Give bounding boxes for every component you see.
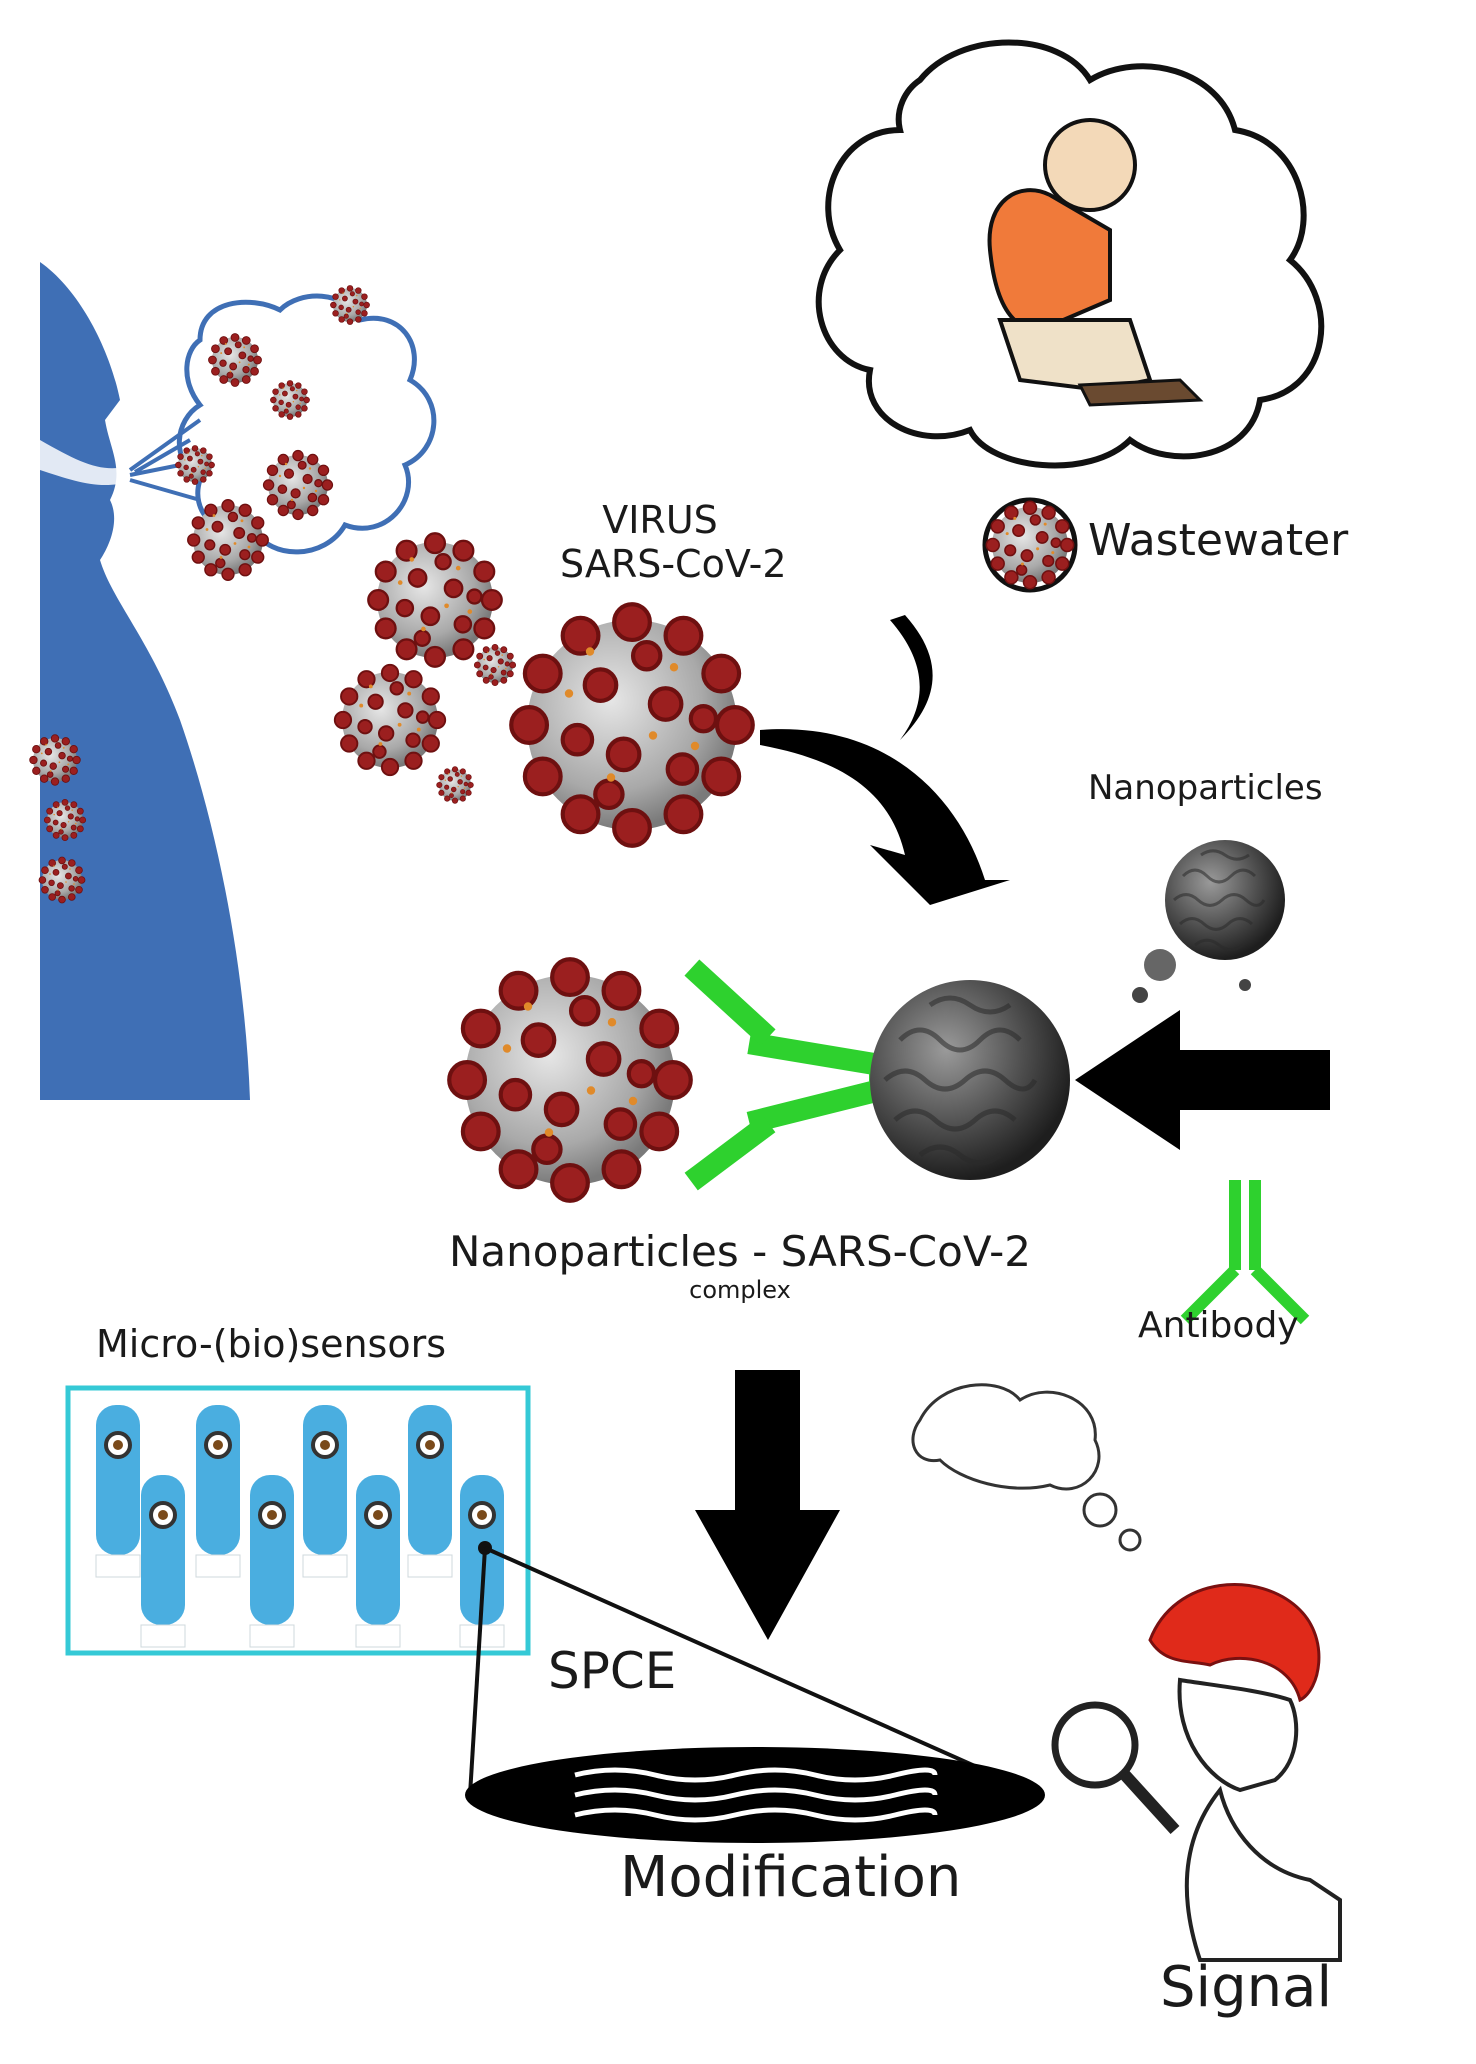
thought-cloud [815, 39, 1325, 593]
red-hair [1148, 1583, 1321, 1703]
complex-illustration [449, 959, 1070, 1201]
label-modification: Modification [620, 1845, 962, 1910]
man-head [1043, 118, 1137, 212]
magnifier-glass-icon [1051, 1701, 1139, 1789]
human-silhouette [40, 262, 250, 1100]
antibody-icon [1180, 1180, 1310, 1325]
label-complex-main: Nanoparticles - SARS-CoV-2 [449, 1227, 1031, 1276]
label-wastewater: Wastewater [1088, 515, 1349, 566]
complex-nanoparticle [870, 980, 1070, 1180]
label-nanoparticles: Nanoparticles [1088, 768, 1323, 808]
label-spce: SPCE [548, 1642, 677, 1700]
label-micro-sensors: Micro-(bio)sensors [96, 1322, 446, 1366]
label-virus-line2: SARS-CoV-2 [560, 542, 787, 586]
nanoparticle-free [1132, 838, 1287, 1003]
virus-large [511, 604, 753, 846]
shirt [987, 188, 1112, 333]
label-signal: Signal [1160, 1955, 1333, 2020]
label-complex: Nanoparticles - SARS-CoV-2 complex [440, 1227, 1040, 1305]
label-complex-sub: complex [689, 1276, 791, 1304]
complex-virus [449, 959, 691, 1201]
label-virus: VIRUS SARS-CoV-2 [560, 498, 787, 586]
label-virus-line1: VIRUS [602, 498, 718, 542]
spce-electrode [465, 1546, 1045, 1843]
researcher-woman [911, 1383, 1342, 1962]
arrow-left [1075, 1010, 1330, 1150]
curved-arrow [760, 615, 1010, 905]
breath-cloud [29, 285, 437, 904]
complex-antibody [684, 959, 894, 1191]
arrow-down [695, 1370, 840, 1640]
sensors-panel [65, 1385, 531, 1656]
label-antibody: Antibody [1138, 1305, 1299, 1346]
